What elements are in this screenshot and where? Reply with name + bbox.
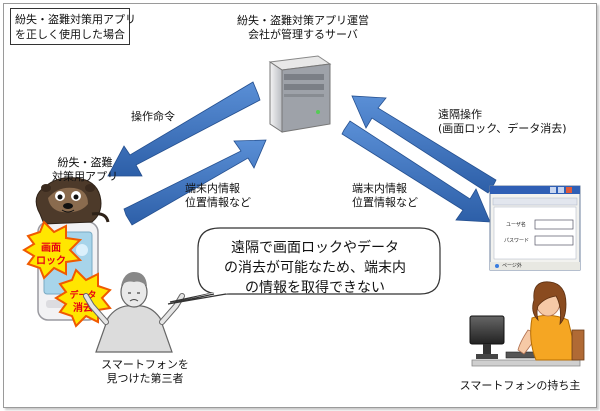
mascot-animal-icon	[35, 177, 110, 225]
device-info-left-label: 端末内情報 位置情報など	[185, 182, 251, 209]
screen-lock-burst: 画面 ロック	[22, 220, 83, 280]
server-label: 紛失・盗難対策アプリ運営 会社が管理するサーバ	[237, 14, 369, 41]
device-info-right-label: 端末内情報 位置情報など	[352, 182, 418, 209]
bubble-text: 遠隔で画面ロックやデータ の消去が可能なため、端末内 の情報を取得できない	[224, 240, 406, 296]
lock-burst-line2: ロック	[36, 255, 66, 267]
scenario-title-box: 紛失・盗難対策用アプリ を正しく使用した場合	[10, 8, 136, 45]
arrow-device-info-left	[123, 139, 267, 226]
erase-burst-line1: データ	[69, 289, 96, 301]
server-icon	[268, 55, 332, 133]
arrow-operation-command	[107, 81, 261, 177]
app-label: 紛失・盗難 対策用アプリ	[52, 156, 118, 183]
owner-person-icon	[469, 281, 585, 367]
username-label: ユーザ名	[506, 222, 526, 228]
owner-label: スマートフォンの持ち主	[459, 379, 581, 392]
operation-command-label: 操作命令	[131, 110, 175, 123]
lock-burst-line1: 画面	[41, 242, 61, 254]
window-status-text: ページ外	[502, 263, 522, 269]
finder-label: スマートフォンを 見つけた第三者	[101, 358, 189, 385]
remote-operation-label: 遠隔操作 (画面ロック、データ消去)	[438, 108, 567, 135]
speech-bubble	[167, 227, 441, 305]
third-party-person-icon	[83, 272, 185, 353]
password-label: パスワード	[504, 238, 530, 244]
arrow-remote-operation	[351, 95, 497, 194]
login-window	[489, 185, 581, 271]
